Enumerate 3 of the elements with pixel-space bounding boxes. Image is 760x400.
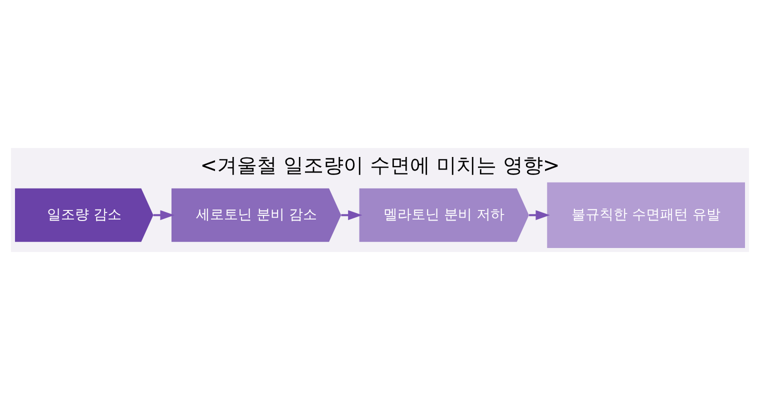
arrow — [341, 210, 362, 220]
node-box: 불규칙한 수면패턴 유발 — [547, 182, 745, 248]
diagram-title: <겨울철 일조량이 수면에 미치는 영향> — [200, 153, 560, 178]
